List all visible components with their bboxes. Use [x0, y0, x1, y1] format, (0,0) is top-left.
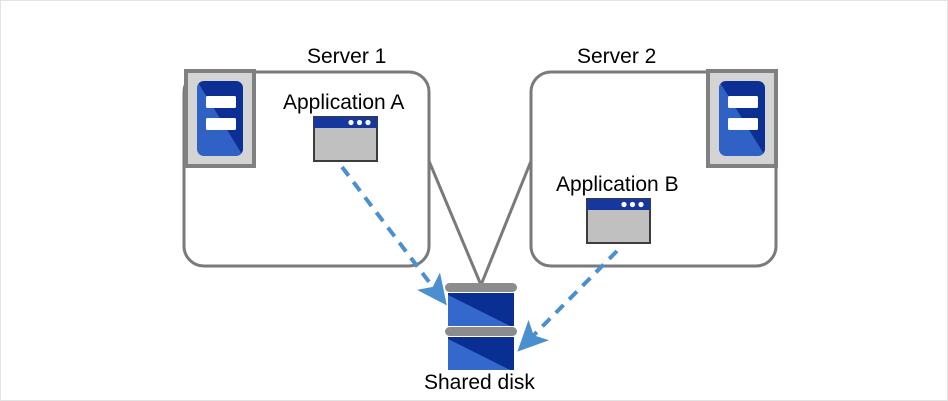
server-1-label: Server 1: [307, 45, 387, 68]
arrow-application-b-to-disk: [517, 249, 619, 352]
connector-server2-to-disk: [479, 160, 533, 286]
arrow-application-a-to-disk: [340, 165, 447, 306]
application-a-label: Application A: [283, 91, 405, 114]
application-b-window-icon: [586, 198, 651, 244]
shared-disk-icon: [445, 283, 517, 370]
connector-server1-to-disk: [427, 160, 483, 286]
server-2-icon: [706, 69, 778, 168]
application-b-label: Application B: [556, 173, 679, 196]
shared-disk-label: Shared disk: [424, 371, 535, 394]
application-a-window-icon: [313, 116, 378, 162]
server-2-label: Server 2: [577, 45, 657, 68]
server-1-icon: [184, 69, 256, 168]
